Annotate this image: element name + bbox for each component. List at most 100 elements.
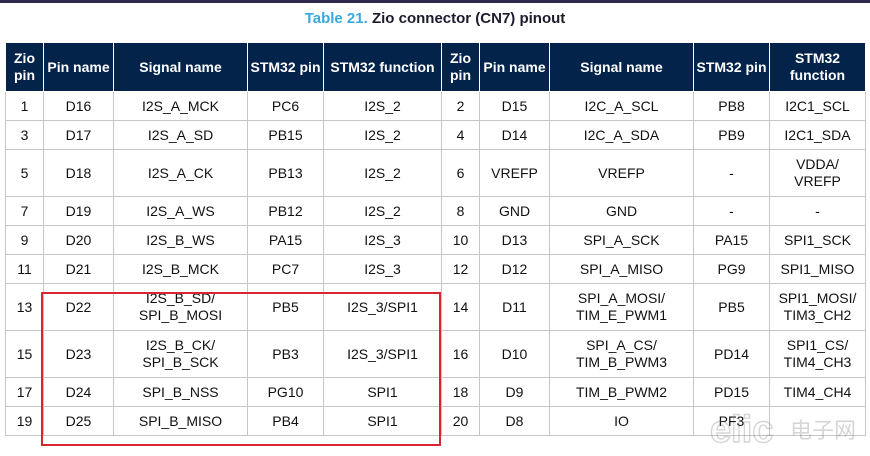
cell-zio-pin: 17 [5, 377, 44, 407]
cell-pin-name: D24 [43, 377, 114, 407]
cell-stm32-function: SPI1 [323, 377, 442, 407]
top-bar [0, 0, 870, 3]
cell-pin-name: D17 [43, 120, 114, 150]
cell-stm32-function: SPI1_MISO [769, 254, 866, 284]
cell-stm32-function: SPI1_CS/TIM4_CH3 [769, 330, 866, 378]
pinout-table: Zio pin Pin name Signal name STM32 pin S… [5, 42, 866, 436]
header-stm32-function: STM32 function [769, 42, 866, 92]
cell-stm32-pin: PB13 [247, 149, 324, 197]
cell-signal-name: GND [549, 196, 694, 226]
cell-signal-name: I2S_B_MCK [113, 254, 248, 284]
cell-zio-pin: 18 [441, 377, 480, 407]
cell-signal-name: TIM_B_PWM2 [549, 377, 694, 407]
cell-zio-pin: 1 [5, 91, 44, 121]
cell-stm32-pin: PC6 [247, 91, 324, 121]
cell-stm32-function: SPI1_SCK [769, 225, 866, 255]
cell-signal-name: SPI_B_MISO [113, 406, 248, 436]
cell-signal-name: I2S_B_SD/SPI_B_MOSI [113, 283, 248, 331]
cell-signal-name: I2S_B_WS [113, 225, 248, 255]
cell-stm32-function: I2S_2 [323, 149, 442, 197]
cell-pin-name: D8 [479, 406, 550, 436]
table-number: Table 21. [304, 10, 368, 27]
cell-stm32-pin: PB9 [693, 120, 770, 150]
cell-stm32-function: I2S_2 [323, 91, 442, 121]
cell-stm32-pin: PD15 [693, 377, 770, 407]
cell-stm32-pin: - [693, 196, 770, 226]
cell-signal-name: VREFP [549, 149, 694, 197]
cell-pin-name: D9 [479, 377, 550, 407]
cell-zio-pin: 15 [5, 330, 44, 378]
cell-stm32-pin: PG9 [693, 254, 770, 284]
cell-stm32-function [769, 406, 866, 436]
cell-pin-name: D16 [43, 91, 114, 121]
cell-zio-pin: 13 [5, 283, 44, 331]
header-signal-name: Signal name [113, 42, 248, 92]
cell-stm32-function: I2S_3/SPI1 [323, 283, 442, 331]
header-zio-pin: Zio pin [5, 42, 44, 92]
cell-signal-name: SPI_B_NSS [113, 377, 248, 407]
table-title: Zio connector (CN7) pinout [371, 10, 566, 27]
cell-signal-name: I2S_A_SD [113, 120, 248, 150]
cell-zio-pin: 7 [5, 196, 44, 226]
cell-stm32-function: I2S_3 [323, 254, 442, 284]
cell-stm32-pin: PB4 [247, 406, 324, 436]
cell-stm32-pin: PG10 [247, 377, 324, 407]
cell-signal-name: IO [549, 406, 694, 436]
cell-stm32-pin: PF3 [693, 406, 770, 436]
cell-stm32-function: I2S_2 [323, 196, 442, 226]
cell-zio-pin: 14 [441, 283, 480, 331]
cell-stm32-function: VDDA/VREFP [769, 149, 866, 197]
cell-pin-name: D13 [479, 225, 550, 255]
cell-pin-name: D23 [43, 330, 114, 378]
cell-pin-name: VREFP [479, 149, 550, 197]
cell-pin-name: D11 [479, 283, 550, 331]
cell-signal-name: SPI_A_SCK [549, 225, 694, 255]
cell-pin-name: D12 [479, 254, 550, 284]
cell-stm32-pin: PA15 [693, 225, 770, 255]
cell-pin-name: D25 [43, 406, 114, 436]
cell-stm32-function: SPI1_MOSI/TIM3_CH2 [769, 283, 866, 331]
cell-pin-name: D20 [43, 225, 114, 255]
cell-zio-pin: 12 [441, 254, 480, 284]
cell-signal-name: I2S_A_CK [113, 149, 248, 197]
cell-zio-pin: 3 [5, 120, 44, 150]
cell-signal-name: SPI_A_MISO [549, 254, 694, 284]
cell-signal-name: I2S_A_MCK [113, 91, 248, 121]
header-pin-name: Pin name [43, 42, 114, 92]
cell-stm32-pin: PB5 [693, 283, 770, 331]
cell-stm32-function: - [769, 196, 866, 226]
cell-pin-name: D22 [43, 283, 114, 331]
cell-stm32-function: TIM4_CH4 [769, 377, 866, 407]
cell-stm32-function: I2S_3 [323, 225, 442, 255]
cell-pin-name: D21 [43, 254, 114, 284]
cell-zio-pin: 11 [5, 254, 44, 284]
cell-signal-name: I2S_B_CK/SPI_B_SCK [113, 330, 248, 378]
cell-signal-name: I2S_A_WS [113, 196, 248, 226]
cell-signal-name: I2C_A_SDA [549, 120, 694, 150]
cell-stm32-pin: - [693, 149, 770, 197]
header-row: Zio pin Pin name Signal name STM32 pin S… [5, 42, 866, 92]
cell-zio-pin: 10 [441, 225, 480, 255]
cell-zio-pin: 19 [5, 406, 44, 436]
cell-zio-pin: 2 [441, 91, 480, 121]
header-stm32-pin: STM32 pin [247, 42, 324, 92]
cell-signal-name: I2C_A_SCL [549, 91, 694, 121]
cell-signal-name: SPI_A_CS/TIM_B_PWM3 [549, 330, 694, 378]
cell-zio-pin: 6 [441, 149, 480, 197]
cell-stm32-pin: PB15 [247, 120, 324, 150]
cell-pin-name: D14 [479, 120, 550, 150]
table-caption: Table 21. Zio connector (CN7) pinout [0, 10, 870, 27]
cell-pin-name: GND [479, 196, 550, 226]
cell-stm32-pin: PB5 [247, 283, 324, 331]
cell-pin-name: D10 [479, 330, 550, 378]
cell-pin-name: D19 [43, 196, 114, 226]
cell-zio-pin: 8 [441, 196, 480, 226]
cell-stm32-pin: PC7 [247, 254, 324, 284]
